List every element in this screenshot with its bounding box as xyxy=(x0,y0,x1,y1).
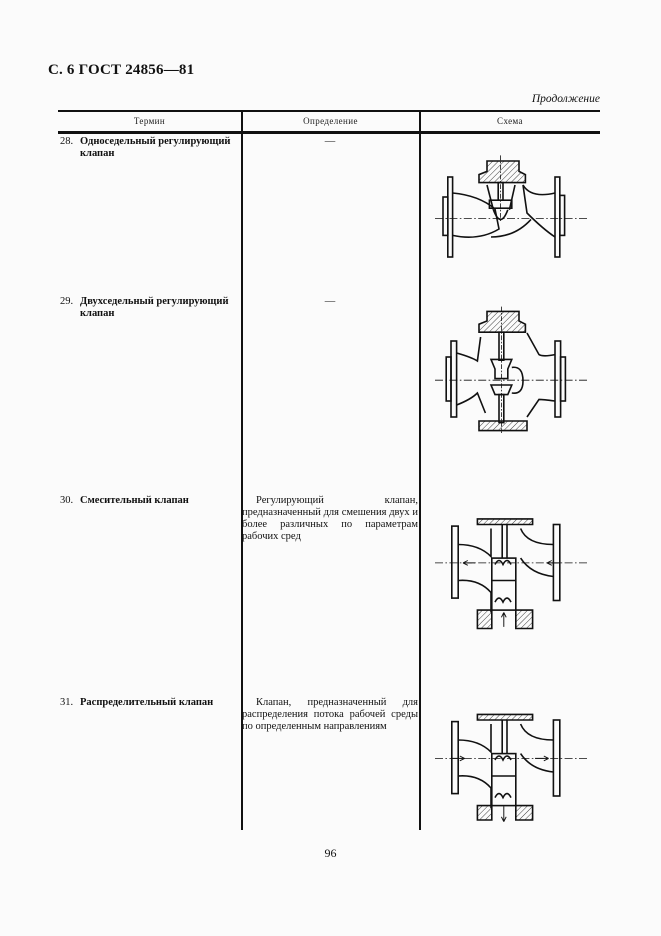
term-cell: 28. Односедельный регулирующий клапан xyxy=(60,136,238,160)
terms-table: Термин Определение Схема 28. Односедельны… xyxy=(58,110,600,830)
column-header-term: Термин xyxy=(133,116,166,126)
term-name: Распределительный клапан xyxy=(80,697,214,708)
distribution-valve-diagram-icon xyxy=(431,699,591,829)
table-top-rule xyxy=(58,110,600,112)
definition-text: — xyxy=(324,136,336,147)
page-number: 96 xyxy=(324,846,337,860)
column-divider xyxy=(241,110,243,830)
column-header-scheme: Схема xyxy=(497,116,523,126)
term-name: Двухседельный регулирующий xyxy=(80,296,229,307)
term-name: Односедельный регулирующий xyxy=(80,136,231,147)
term-number: 28. xyxy=(60,136,74,147)
term-number: 29. xyxy=(60,296,74,307)
term-cell: 29. Двухседельный регулирующий клапан xyxy=(60,296,238,320)
definition-text: Регулирующий клапан, предназначенный для… xyxy=(242,495,418,542)
definition-cell: Клапан, предназначенный для распределени… xyxy=(242,697,418,733)
continuation-label: Продолжение xyxy=(531,93,600,105)
double-seat-control-valve-diagram-icon xyxy=(431,298,591,448)
term-name-cont: клапан xyxy=(80,148,115,159)
term-cell: 31. Распределительный клапан xyxy=(60,697,238,709)
term-name-cont: клапан xyxy=(80,308,115,319)
mixing-valve-diagram-icon xyxy=(431,500,591,645)
definition-text: Клапан, предназначенный для распределени… xyxy=(242,697,418,732)
definition-cell: — xyxy=(242,136,418,148)
column-divider xyxy=(419,110,421,830)
term-cell: 30. Смесительный клапан xyxy=(60,495,238,507)
page-header: С. 6 ГОСТ 24856—81 xyxy=(48,62,195,78)
term-number: 30. xyxy=(60,495,74,506)
single-seat-control-valve-diagram-icon xyxy=(431,144,591,274)
term-name: Смесительный клапан xyxy=(80,495,189,506)
table-header-rule xyxy=(58,131,600,134)
column-header-definition: Определение xyxy=(303,116,358,126)
definition-text: — xyxy=(324,296,336,307)
definition-cell: Регулирующий клапан, предназначенный для… xyxy=(242,495,418,543)
definition-cell: — xyxy=(242,296,418,308)
term-number: 31. xyxy=(60,697,74,708)
